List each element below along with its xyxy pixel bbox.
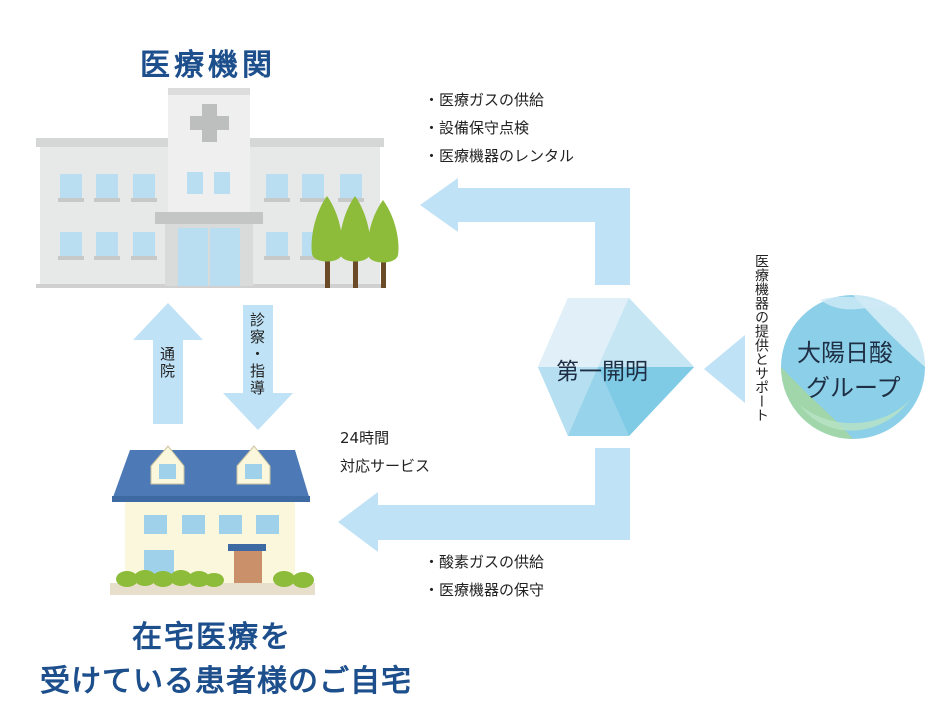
flow-arrow-to-home — [338, 448, 630, 552]
group-support-label: 医療機器の提供とサポート — [753, 254, 769, 422]
home-title-line1: 在宅医療を — [132, 620, 292, 655]
hospital-title: 医療機関 — [140, 48, 276, 83]
service-24h-line2: 対応サービス — [340, 457, 431, 475]
service-item: ・医療ガスの供給 — [424, 91, 545, 109]
arrow-tsuin — [133, 303, 203, 424]
home-service-list: ・酸素ガスの供給 ・医療機器の保守 — [424, 548, 544, 604]
home-building — [110, 445, 315, 595]
flow-arrow-to-hospital — [420, 178, 630, 285]
hospital-cross-icon — [190, 104, 229, 142]
arrow-group-support — [704, 335, 745, 403]
arrow-tsuin-label: 通院 — [158, 346, 176, 380]
trees-icon — [311, 196, 399, 288]
service-item: ・医療機器のレンタル — [424, 147, 575, 165]
service-item: ・医療機器の保守 — [424, 581, 545, 599]
arrow-shinsatsu — [223, 305, 293, 430]
service-24h-line1: 24時間 — [340, 429, 390, 447]
group-name-line2: グループ — [806, 374, 901, 402]
center-name: 第一開明 — [556, 359, 648, 385]
hospital-building — [36, 88, 384, 288]
hospital-service-list: ・医療ガスの供給 ・設備保守点検 ・医療機器のレンタル — [424, 86, 574, 170]
arrow-shinsatsu-label: 診察・指導 — [248, 312, 266, 397]
service-item: ・酸素ガスの供給 — [424, 553, 545, 571]
home-title-line2: 受けている患者様のご自宅 — [40, 664, 412, 699]
center-hexagon — [538, 298, 694, 436]
group-name-line1: 大陽日酸 — [797, 339, 893, 367]
group-logo-circle — [781, 295, 925, 439]
bushes-icon — [116, 570, 314, 588]
service-24h: 24時間 対応サービス — [340, 424, 430, 480]
service-item: ・設備保守点検 — [424, 119, 530, 137]
